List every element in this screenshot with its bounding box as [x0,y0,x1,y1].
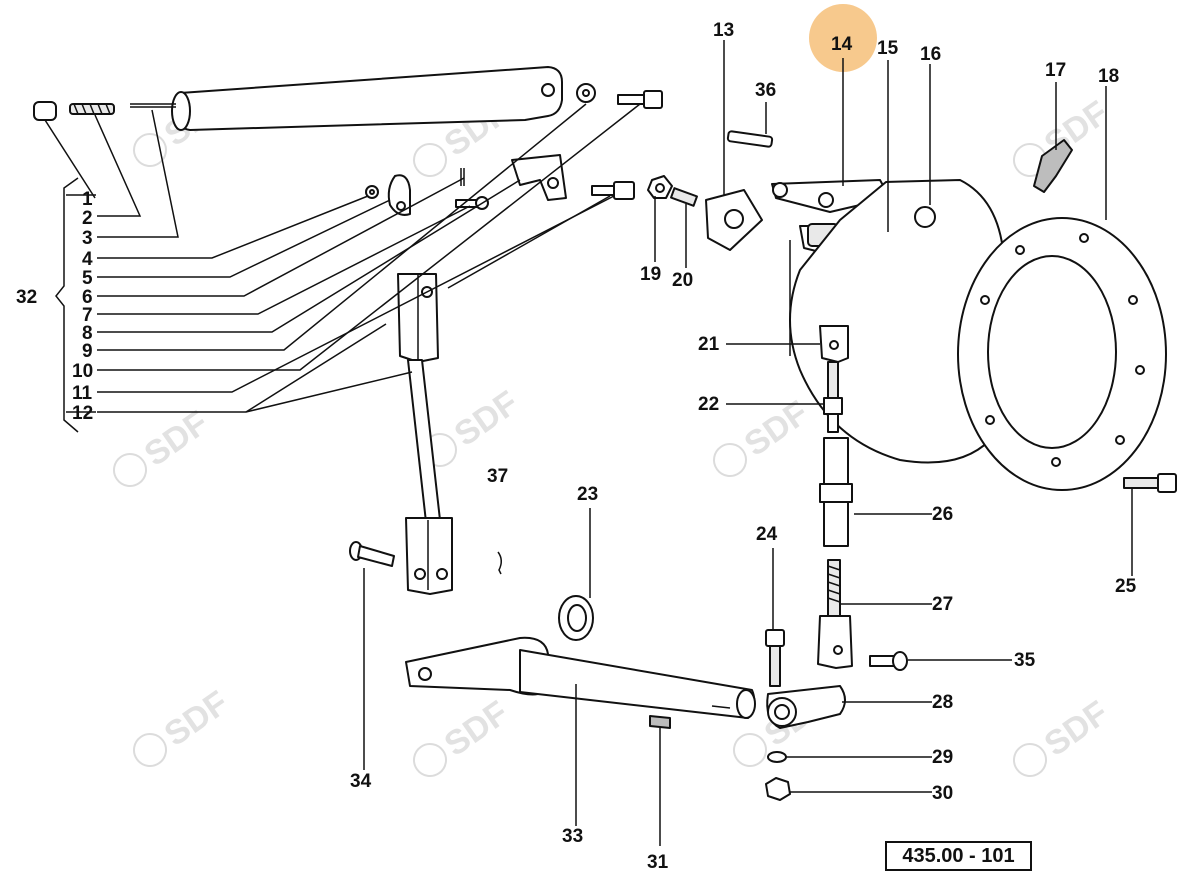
part-cap [33,101,57,121]
part-pin-36 [726,130,774,148]
callout-11: 11 [72,383,93,404]
callout-32: 32 [16,287,37,308]
bolt-25 [1123,473,1177,493]
bolt-24 [765,629,785,687]
watermark-text: SDF [448,384,525,454]
callout-28: 28 [932,692,953,713]
callout-30: 30 [932,783,953,804]
part-clip-17 [1033,139,1073,193]
callout-10: 10 [72,361,93,382]
clevis-pin [349,541,395,567]
spring-washer-29 [767,751,787,763]
part-bolt [591,181,635,200]
part-small-washer [365,185,379,199]
callout-14: 14 [831,34,853,55]
callout-20: 20 [672,270,693,291]
part-bolt [617,90,663,109]
callout-5: 5 [82,268,93,289]
part-bracket [511,154,567,201]
part-spring [69,103,115,115]
vertical-link-rod [397,273,453,595]
part-seal-ring [558,595,594,641]
callout-7: 7 [82,305,93,326]
lever-shaft [405,636,756,719]
watermark-text: SDF [1038,694,1115,764]
pin-35 [869,651,908,671]
brake-drum [957,217,1167,491]
part-key [649,715,671,729]
threaded-rod-27 [817,559,853,669]
callout-21: 21 [698,334,720,355]
watermark-text: SDF [158,684,235,754]
sleeve-26 [819,437,853,547]
callout-22: 22 [698,394,719,415]
part-split-pin [460,168,465,186]
callout-29: 29 [932,747,953,768]
callout-36: 36 [755,80,776,101]
part-nut-19 [647,175,673,199]
callout-13: 13 [713,20,734,41]
callout-27: 27 [932,594,953,615]
callout-16: 16 [920,44,941,65]
callout-8: 8 [82,323,93,344]
callout-35: 35 [1014,650,1036,671]
callout-25: 25 [1115,576,1137,597]
callout-12: 12 [72,403,93,424]
callout-2: 2 [82,208,93,229]
leader-lines [44,40,1133,846]
callout-labels: 1 2 3 4 5 6 7 8 9 10 11 12 32 13 14 15 1… [16,20,1137,873]
fork-21 [819,325,849,363]
callout-15: 15 [877,38,899,59]
callout-19: 19 [640,264,661,285]
callout-37: 37 [487,466,508,487]
callout-1: 1 [82,189,93,210]
callout-4: 4 [82,249,93,270]
callout-18: 18 [1098,66,1119,87]
part-washer [576,83,596,103]
part-stud-20 [670,187,698,207]
callout-highlight-circle [809,4,877,72]
callout-24: 24 [756,524,778,545]
callout-33: 33 [562,826,583,847]
callout-31: 31 [647,852,669,873]
callout-34: 34 [350,771,372,792]
callout-26: 26 [932,504,953,525]
upper-lift-rod [130,66,563,131]
adjuster-rod-22 [823,361,843,433]
drawing-code-label: 435.00 - 101 [885,841,1032,871]
nut-30 [765,777,791,801]
callout-17: 17 [1045,60,1066,81]
lever-28 [766,685,846,729]
r-clip [497,551,502,575]
callout-3: 3 [82,228,93,249]
part-collar [705,189,763,251]
callout-9: 9 [82,341,93,362]
part-cam [387,174,411,216]
callout-23: 23 [577,484,598,505]
callout-6: 6 [82,287,93,308]
watermark-text: SDF [438,694,515,764]
watermark-text: SDF [138,404,215,474]
